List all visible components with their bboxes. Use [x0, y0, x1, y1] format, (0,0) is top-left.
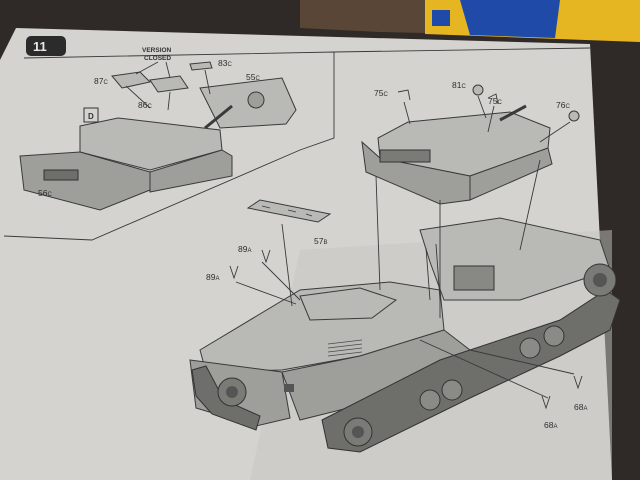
part-87c [111, 71, 152, 89]
road-wheel-3 [519, 337, 541, 359]
superstructure-guides [403, 95, 571, 143]
superstructure-gun [499, 104, 527, 122]
label-55c: 55C [246, 72, 260, 82]
parts-89a [229, 249, 271, 280]
version-pointer [135, 61, 171, 79]
road-wheel-2 [441, 379, 463, 401]
label-81c: 81C [452, 80, 466, 90]
hull-grille [327, 339, 363, 357]
inset-vision-slot [43, 169, 79, 181]
label-89a-a: 89A [238, 244, 251, 254]
rear-idler-hub [593, 273, 607, 287]
part-55c [199, 77, 297, 129]
main-hull-assembly [189, 217, 611, 427]
gun-barrel [204, 104, 233, 130]
engine-block [453, 265, 495, 291]
sheet-top-rule [333, 47, 591, 53]
box-blue-graphic [460, 0, 560, 38]
part-83c [189, 61, 213, 71]
box-letter [432, 10, 450, 26]
front-sprocket-hub [352, 426, 364, 438]
inset-assembly: D [19, 61, 297, 211]
inset-frame [3, 51, 335, 241]
part-57b-details [261, 205, 313, 217]
label-68a-a: 68A [574, 402, 587, 412]
inset-letter: D [88, 112, 94, 121]
handles-75c [397, 89, 499, 105]
label-57b: 57B [314, 236, 327, 246]
main-guide-lines [235, 159, 575, 399]
label-75c-b: 75C [488, 96, 502, 106]
part-55c-hatch [247, 91, 265, 109]
superstructure-slots [379, 149, 431, 163]
label-68a-b: 68A [544, 420, 557, 430]
label-76c: 76C [556, 100, 570, 110]
step-number: 11 [33, 39, 47, 54]
left-track [191, 365, 261, 431]
label-56c: 56C [38, 188, 52, 198]
step-badge [26, 36, 66, 56]
part-81c [472, 84, 484, 96]
hull-port [284, 384, 294, 392]
parts-68a [541, 375, 583, 410]
superstructure-side [469, 147, 553, 201]
road-wheel-4 [543, 325, 565, 347]
label-87c: 87C [94, 76, 108, 86]
inset-hull-side [149, 149, 233, 193]
part-57b [246, 199, 332, 223]
label-86c: 86C [138, 100, 152, 110]
left-sprocket-hub [226, 386, 238, 398]
label-83c: 83C [218, 58, 232, 68]
inset-guide-lines [125, 69, 211, 111]
left-track-body [191, 365, 261, 431]
label-75c-a: 75C [374, 88, 388, 98]
version-line-2: CLOSED [144, 55, 171, 62]
right-track [321, 263, 621, 453]
hull-hatch-area [299, 287, 398, 321]
road-wheel-1 [419, 389, 441, 411]
part-76c [568, 110, 580, 122]
version-line-1: VERSION [142, 47, 172, 54]
label-89a-b: 89A [206, 272, 219, 282]
superstructure-assembly [361, 84, 580, 205]
inset-letter-box [83, 107, 99, 123]
exhaust-pipe [425, 243, 441, 301]
